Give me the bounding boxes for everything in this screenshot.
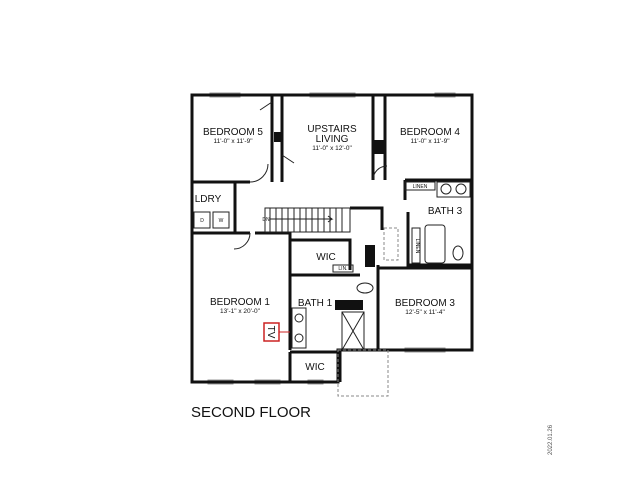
upstairs-living-name: UPSTAIRS	[307, 124, 357, 135]
laundry-label: LDRY	[195, 194, 222, 205]
room-labels: BEDROOM 5 11'-0" x 11'-9" UPSTAIRS LIVIN…	[195, 124, 463, 373]
bedroom-5-dims: 11'-0" x 11'-9"	[213, 138, 253, 145]
tv-label: TV	[265, 326, 276, 339]
dryer-label: D	[200, 218, 204, 224]
stair-down-label: DN	[262, 217, 270, 223]
tv-marker: TV	[263, 322, 290, 342]
plan-date: 2022.01.26	[548, 424, 554, 455]
bath-1-label: BATH 1	[298, 298, 333, 309]
floor-title: SECOND FLOOR	[191, 404, 312, 421]
wic-top-label: WIC	[316, 252, 335, 263]
bedroom-5-name: BEDROOM 5	[203, 127, 263, 138]
bedroom-4-dims: 11'-0" x 11'-9"	[410, 138, 450, 145]
linen-label: LINEN	[413, 184, 428, 190]
staircase: DN	[262, 207, 351, 233]
bedroom-1-dims: 13'-1" x 20'-0"	[220, 308, 261, 315]
upstairs-living-name2: LIVING	[316, 134, 349, 145]
doors	[233, 101, 388, 250]
interior-walls	[192, 95, 472, 382]
bedroom-1-name: BEDROOM 1	[210, 297, 270, 308]
linen-side-label: LINEN	[414, 239, 420, 254]
wic-bottom-label: WIC	[305, 362, 324, 373]
lin-label: LIN.	[338, 266, 347, 272]
bedroom-3-dims: 12'-5" x 11'-4"	[405, 309, 445, 316]
bath-3-label: BATH 3	[428, 206, 463, 217]
bedroom-3-name: BEDROOM 3	[395, 298, 455, 309]
washer-label: W	[219, 218, 224, 224]
bedroom-4-name: BEDROOM 4	[400, 127, 460, 138]
upstairs-living-dims: 11'-0" x 12'-0"	[312, 145, 352, 152]
fixtures: D W LINEN LINEN LIN.	[193, 181, 471, 397]
